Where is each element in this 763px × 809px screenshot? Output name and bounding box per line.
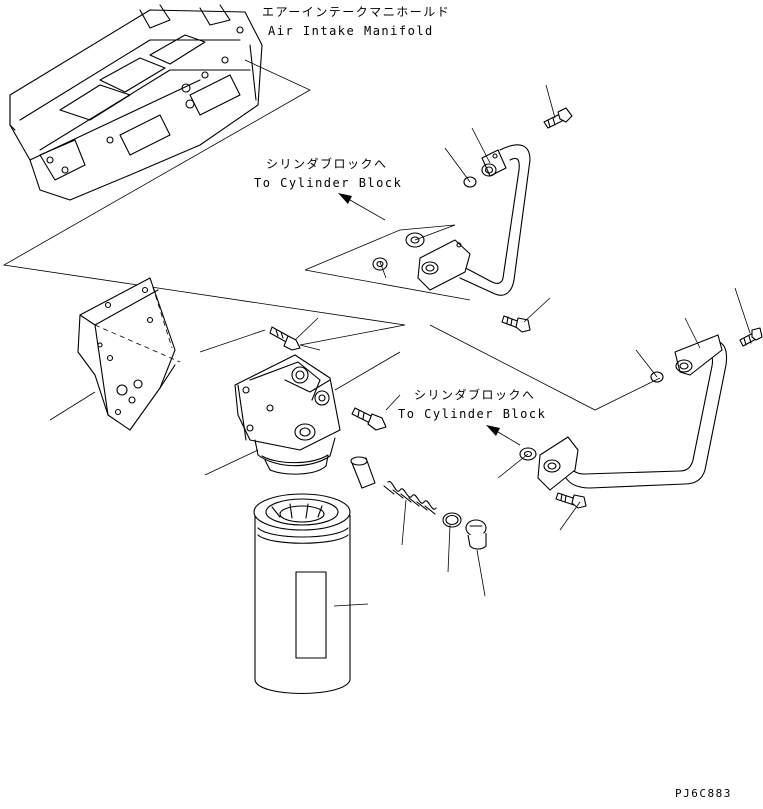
filter-head: [234, 354, 341, 475]
lower-o-ring: [650, 371, 664, 383]
upper-washer: [372, 257, 388, 271]
to-cylinder-block-1-jp: シリンダブロックへ: [266, 157, 388, 171]
reference-lines: [2, 59, 661, 411]
arrow-to-cylinder-block-1: [338, 193, 386, 221]
air-intake-manifold: [9, 4, 263, 201]
lower-bolt-bottom: [555, 492, 587, 509]
to-cylinder-block-2-en: To Cylinder Block: [398, 407, 547, 421]
upper-bolt-bottom: [501, 315, 531, 333]
arrow-to-cylinder-block-2: [486, 425, 521, 446]
to-cylinder-block-2-jp: シリンダブロックへ: [414, 388, 536, 402]
drawing-code: PJ6C883: [675, 787, 732, 800]
bolt-head-top: [269, 326, 301, 351]
lower-bolt-top: [739, 327, 763, 347]
manifold-label-jp: エアーインテークマニホールド: [262, 5, 451, 19]
snap-ring: [442, 512, 462, 528]
leader-lines: [49, 84, 751, 607]
mounting-bracket: [77, 277, 181, 431]
to-cylinder-block-1-en: To Cylinder Block: [254, 176, 403, 190]
relief-valve: [350, 456, 376, 489]
lower-pipe: [537, 334, 728, 491]
plug: [465, 519, 487, 550]
manifold-label-en: Air Intake Manifold: [268, 24, 434, 38]
upper-o-ring: [463, 176, 477, 188]
upper-bolt-top: [543, 107, 573, 129]
upper-pipe: [417, 144, 531, 296]
bolt-head-right: [351, 407, 387, 431]
filter-cartridge: [253, 493, 351, 695]
spring: [383, 480, 437, 515]
